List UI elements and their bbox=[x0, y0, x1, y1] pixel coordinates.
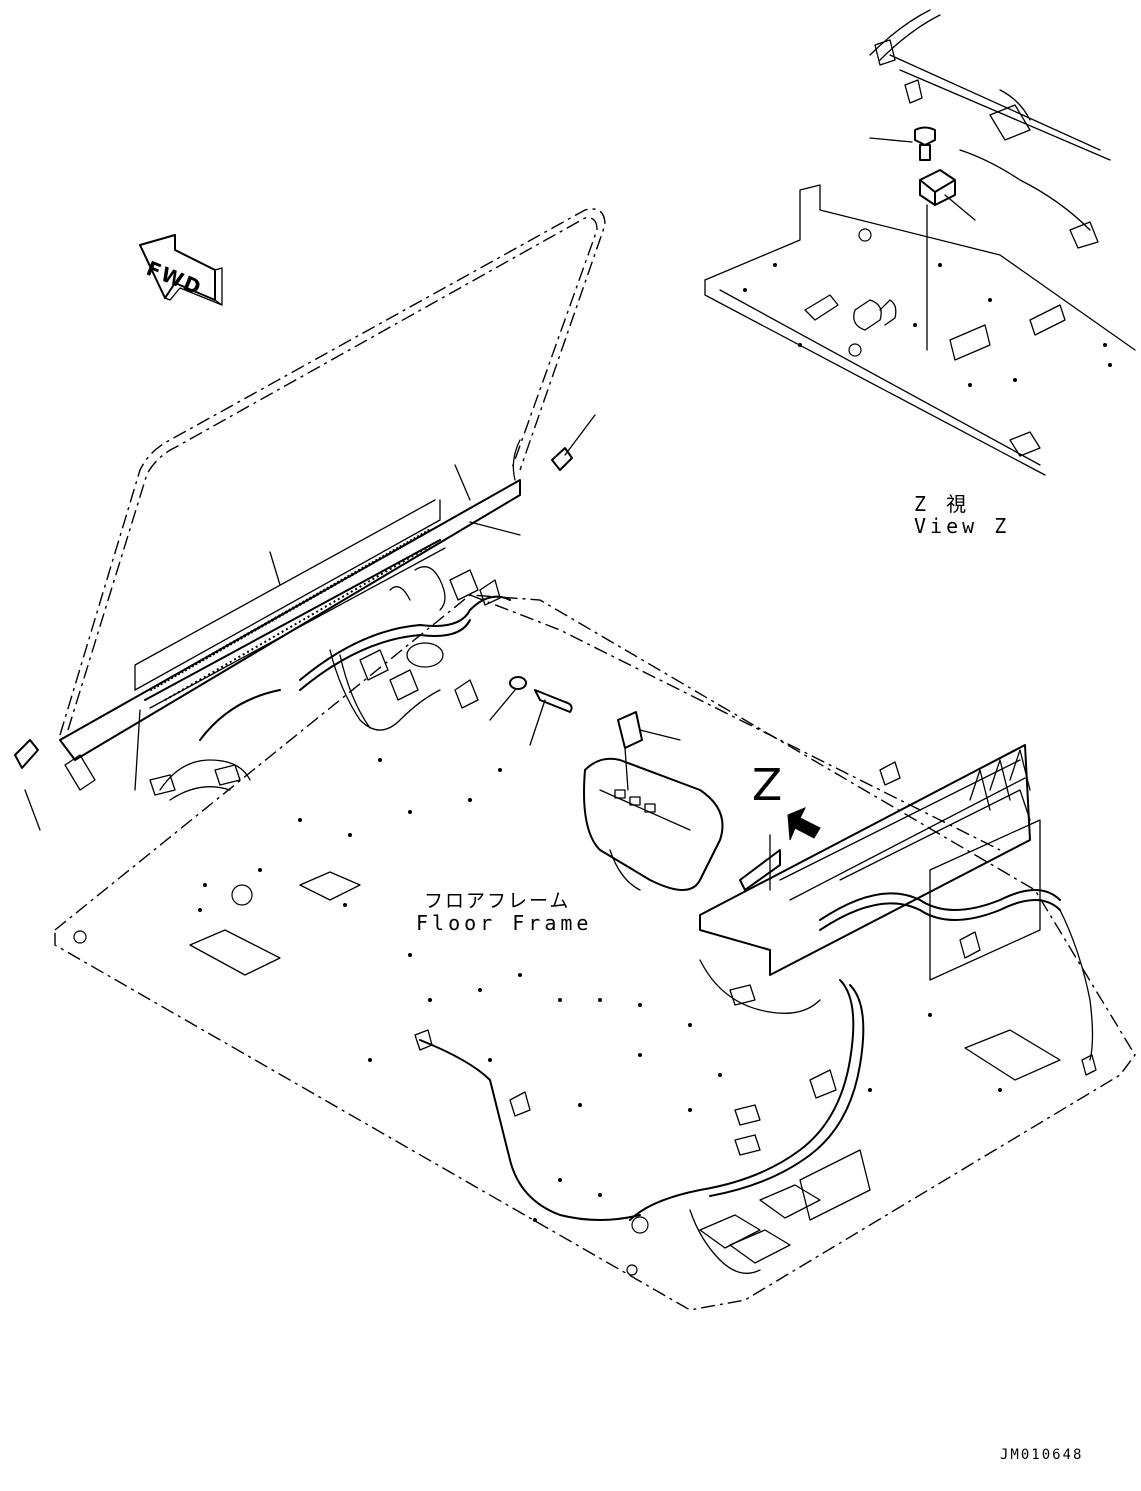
floor-lower-harness bbox=[414, 1029, 871, 1274]
drawing-number: JM010648 bbox=[1000, 1447, 1084, 1463]
beam-hatching bbox=[149, 528, 431, 701]
leader-lines-left bbox=[24, 414, 681, 831]
view-direction-arrow-icon bbox=[787, 807, 821, 841]
floor-holes bbox=[198, 758, 1002, 1222]
floor-frame-label-jp: フロアフレーム bbox=[424, 890, 571, 912]
direction-arrow-icon bbox=[139, 234, 223, 306]
front-glass-frame bbox=[59, 208, 606, 736]
floor-frame-plate bbox=[54, 594, 1136, 1311]
view-z-inset bbox=[704, 9, 1136, 476]
harness-left bbox=[149, 439, 521, 801]
view-z-title-jp: Z 視 bbox=[914, 492, 971, 516]
console-box bbox=[583, 757, 781, 891]
floor-frame-label: Floor Frame bbox=[416, 911, 593, 935]
view-z-title: View Z bbox=[914, 514, 1011, 538]
right-panel bbox=[629, 744, 1097, 1221]
clip-parts bbox=[14, 447, 643, 791]
front-beam bbox=[59, 479, 521, 791]
view-z-marker: Z bbox=[752, 760, 783, 811]
